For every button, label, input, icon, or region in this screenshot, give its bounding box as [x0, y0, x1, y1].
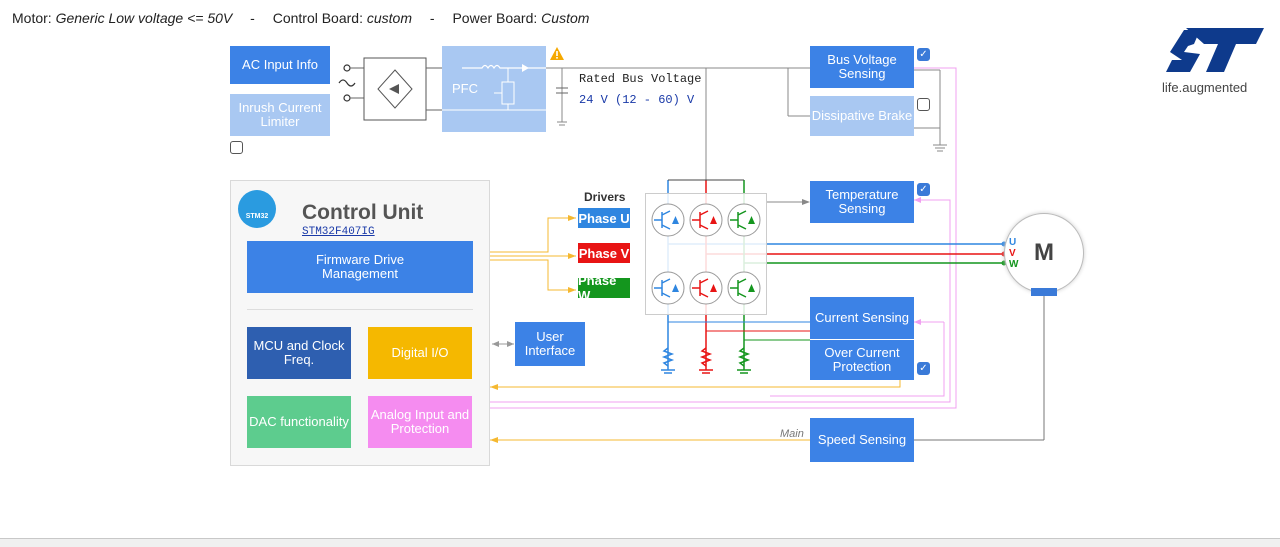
bus-voltage-sensing-checkbox[interactable]: ✓: [917, 48, 930, 61]
firmware-drive-management-block[interactable]: Firmware Drive Management: [247, 241, 473, 293]
rated-bus-voltage-title: Rated Bus Voltage: [579, 72, 702, 86]
motor-label: Motor:: [12, 10, 52, 26]
st-logo: life.augmented: [1160, 24, 1270, 96]
motor-shaft: [1031, 288, 1057, 296]
phase-u-driver[interactable]: Phase U: [576, 206, 632, 230]
separator: -: [250, 10, 255, 26]
chip-label: STM32: [245, 213, 269, 220]
user-interface-block[interactable]: User Interface: [515, 322, 585, 366]
power-transistors-icon: [651, 203, 761, 305]
mcu-part-number[interactable]: STM32F407IG: [302, 226, 375, 238]
dissipative-brake-block[interactable]: Dissipative Brake: [810, 96, 914, 136]
digital-io-block[interactable]: Digital I/O: [368, 327, 472, 379]
ac-source-icon: [338, 64, 364, 102]
st-logo-mark: [1166, 28, 1264, 72]
over-current-protection-checkbox[interactable]: ✓: [917, 362, 930, 375]
motor-value[interactable]: Generic Low voltage <= 50V: [55, 10, 233, 26]
speed-sensing-block[interactable]: Speed Sensing: [810, 418, 914, 462]
analog-input-protection-block[interactable]: Analog Input and Protection: [368, 396, 472, 448]
speed-line-label: Main: [780, 428, 804, 440]
control-unit-panel: STM32 Control Unit STM32F407IG Firmware …: [230, 180, 490, 466]
current-sensing-block[interactable]: Current Sensing: [810, 297, 914, 339]
dissipative-brake-checkbox[interactable]: [917, 98, 930, 111]
logo-tagline: life.augmented: [1162, 80, 1248, 95]
pfc-label: PFC: [452, 81, 478, 96]
motor-phase-u-label: U: [1009, 237, 1017, 248]
rectifier-bridge-icon: [363, 57, 442, 121]
stm32-chip-icon: STM32: [238, 190, 276, 228]
over-current-protection-block[interactable]: Over Current Protection: [810, 340, 914, 380]
mcu-clock-freq-block[interactable]: MCU and Clock Freq.: [247, 327, 351, 379]
pfc-block[interactable]: PFC: [442, 46, 546, 132]
power-board-label: Power Board:: [452, 10, 538, 26]
temperature-sensing-block[interactable]: Temperature Sensing: [810, 181, 914, 223]
phase-w-driver[interactable]: Phase W: [576, 273, 632, 303]
bus-voltage-sensing-block[interactable]: Bus Voltage Sensing: [810, 46, 914, 88]
temperature-sensing-checkbox[interactable]: ✓: [917, 183, 930, 196]
motor-phase-w-label: W: [1009, 259, 1019, 270]
power-board-value[interactable]: Custom: [541, 10, 590, 26]
warning-icon[interactable]: [549, 46, 565, 61]
inrush-current-limiter-block[interactable]: Inrush Current Limiter: [230, 94, 330, 136]
control-board-label: Control Board:: [272, 10, 363, 26]
configuration-summary: Motor: Generic Low voltage <= 50V - Cont…: [12, 10, 589, 26]
power-bridge-block[interactable]: [645, 193, 767, 315]
phase-v-driver[interactable]: Phase V: [576, 241, 632, 265]
bottom-scrollbar[interactable]: [0, 538, 1280, 547]
control-unit-title: Control Unit: [302, 201, 424, 224]
motor-icon[interactable]: M: [1004, 213, 1084, 293]
separator: -: [429, 10, 435, 26]
motor-phase-v-label: V: [1009, 248, 1016, 259]
rated-bus-voltage-value[interactable]: 24 V (12 - 60) V: [579, 93, 695, 107]
dac-functionality-block[interactable]: DAC functionality: [247, 396, 351, 448]
drivers-title: Drivers: [584, 190, 626, 204]
divider: [247, 309, 473, 310]
control-board-value[interactable]: custom: [366, 10, 412, 26]
pfc-circuit-icon: [442, 64, 546, 111]
inrush-current-limiter-checkbox[interactable]: [230, 141, 243, 154]
ac-input-info-block[interactable]: AC Input Info: [230, 46, 330, 84]
